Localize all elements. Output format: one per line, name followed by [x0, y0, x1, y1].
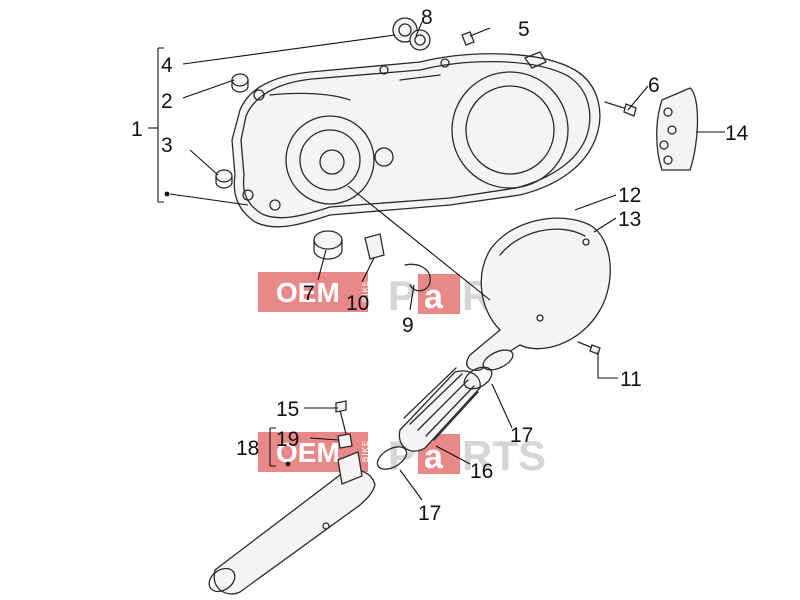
label-part-17-upper: 17 — [510, 424, 533, 447]
label-part-2: 2 — [161, 90, 173, 113]
label-part-10: 10 — [346, 292, 369, 315]
watermark-oem: OEM — [276, 277, 340, 308]
flexible-duct — [376, 366, 493, 470]
crankcase-cover — [231, 51, 601, 228]
leader-lines — [148, 21, 725, 501]
label-part-5: 5 — [518, 18, 530, 41]
label-part-17-lower: 17 — [418, 502, 441, 525]
connector-part-14 — [656, 87, 699, 171]
label-part-7: 7 — [303, 282, 315, 305]
intake-tube — [208, 400, 376, 595]
air-intake-housing — [466, 217, 611, 372]
label-part-6: 6 — [648, 74, 660, 97]
label-part-18: 18 — [236, 437, 259, 460]
watermark-bike: BIKE — [361, 440, 370, 462]
label-part-1: 1 — [131, 118, 143, 141]
label-part-8: 8 — [421, 6, 433, 29]
watermark-a: a — [424, 278, 444, 316]
label-part-14: 14 — [725, 122, 749, 145]
label-part-11: 11 — [620, 368, 642, 391]
parts-top — [215, 17, 637, 292]
watermark-bike: BIKE — [361, 280, 370, 302]
label-part-3: 3 — [161, 134, 173, 157]
label-part-12: 12 — [618, 184, 641, 207]
label-part-4: 4 — [161, 54, 173, 77]
part-labels: 1 2 3 4 5 6 7 8 9 10 11 12 13 14 15 16 1… — [131, 6, 749, 525]
label-part-16: 16 — [470, 460, 493, 483]
label-part-9: 9 — [402, 314, 414, 337]
label-part-19: 19 — [276, 428, 299, 451]
watermark-rts: RTS — [462, 432, 546, 479]
watermark-p: P — [388, 272, 416, 319]
label-part-13: 13 — [618, 208, 641, 231]
label-part-15: 15 — [276, 398, 299, 421]
bullet-dots — [164, 191, 291, 467]
